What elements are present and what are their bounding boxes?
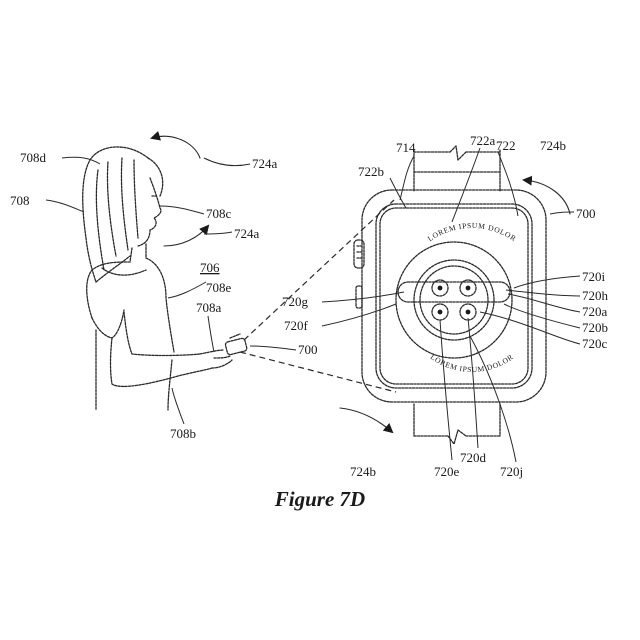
label-722: 722 (496, 138, 516, 153)
label-724b-top: 724b (540, 138, 566, 153)
label-722b: 722b (358, 164, 384, 179)
label-708c: 708c (206, 206, 232, 221)
label-720i: 720i (582, 269, 606, 284)
reference-labels: 708d 708 708c 724a 724a 706 708e 708a 70… (10, 133, 609, 479)
svg-text:LOREM IPSUM DOLOR: LOREM IPSUM DOLOR (426, 221, 519, 244)
head-rotation-arrows (152, 136, 208, 246)
label-706: 706 (200, 260, 220, 275)
label-708d: 708d (20, 150, 47, 165)
label-720c: 720c (582, 336, 608, 351)
label-708e: 708e (206, 280, 232, 295)
label-720h: 720h (582, 288, 609, 303)
figure-caption: Figure 7D (274, 487, 365, 511)
label-720f: 720f (284, 318, 309, 333)
label-700-hand: 700 (298, 342, 318, 357)
label-720a: 720a (582, 304, 608, 319)
label-724b-bottom: 724b (350, 464, 376, 479)
watch-ring-text-top: LOREM IPSUM DOLOR (426, 221, 519, 244)
label-720b: 720b (582, 320, 608, 335)
label-722a: 722a (470, 133, 496, 148)
label-708: 708 (10, 193, 30, 208)
label-724a-mid: 724a (234, 226, 260, 241)
label-708b: 708b (170, 426, 196, 441)
person-illustration (83, 147, 248, 410)
label-720e: 720e (434, 464, 460, 479)
label-720g: 720g (282, 294, 309, 309)
label-724a-top: 724a (252, 156, 278, 171)
label-708a: 708a (196, 300, 222, 315)
watch-illustration: LOREM IPSUM DOLOR LOREM IPSUM DOLOR (354, 146, 546, 444)
label-720j: 720j (500, 464, 523, 479)
label-720d: 720d (460, 450, 487, 465)
label-700-watch: 700 (576, 206, 596, 221)
sight-lines (240, 200, 396, 392)
label-714: 714 (396, 140, 416, 155)
